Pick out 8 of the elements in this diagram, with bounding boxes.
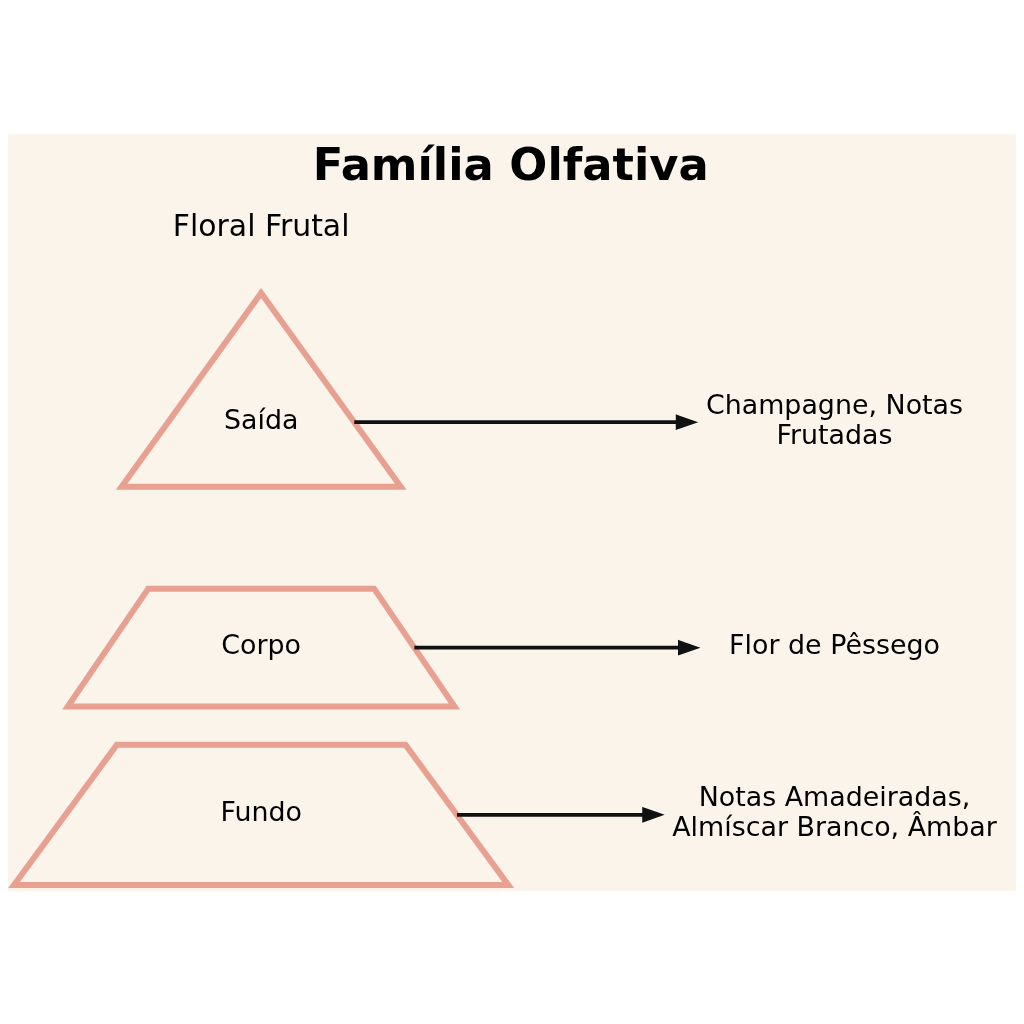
label: Floral Frutal [172,207,350,243]
arrow [414,639,701,655]
diagram-title: Família Olfativa [312,137,709,191]
node-text: Champagne, Notas Frutadas [705,388,964,450]
arrow [456,806,665,823]
node-text: Flor de Pêssego [729,628,940,660]
arrow [354,413,699,430]
node-text: Notas Amadeiradas, Almíscar Branco, Âmbar [672,780,997,842]
